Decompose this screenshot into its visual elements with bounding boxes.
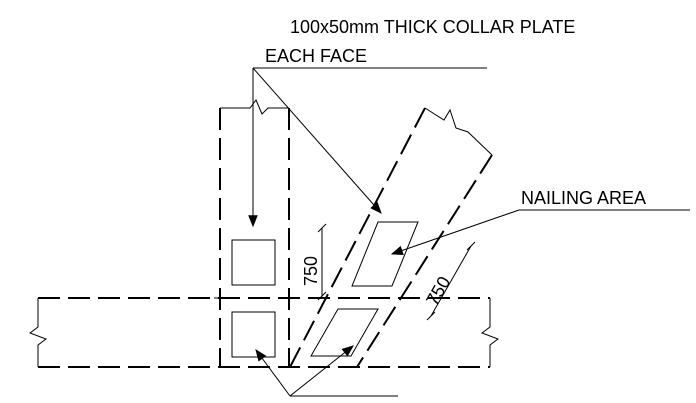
diagonal-member-left-edge	[289, 107, 426, 368]
nail-plate-vertical-lower	[231, 311, 276, 358]
leader-nailing-area	[390, 209, 520, 255]
collar-plate-label: 100x50mm THICK COLLAR PLATE	[290, 17, 575, 37]
diagonal-member-right-edge	[356, 154, 493, 368]
break-line-diagonal-top	[424, 107, 493, 156]
break-line-left	[28, 298, 48, 367]
dimension-tick-top	[317, 223, 327, 233]
dimension-tick-bottom	[317, 291, 327, 301]
nail-plate-vertical-upper	[231, 239, 276, 286]
dimension-line-diagonal	[430, 245, 472, 317]
bottom-leader-to-vertical-plate	[255, 349, 291, 397]
nailing-area-label: NAILING AREA	[521, 188, 646, 208]
break-line-vertical-top	[220, 99, 289, 115]
each-face-label: EACH FACE	[265, 46, 367, 66]
dimension-label-diagonal: 750	[422, 273, 454, 309]
leader-collar-plate-to-diagonal	[252, 67, 382, 214]
break-line-right	[480, 298, 500, 367]
dimension-tick-diagonal-bottom	[426, 311, 436, 321]
bottom-leader-to-diagonal-plate	[289, 345, 354, 397]
dimension-label-vertical: 750	[301, 256, 321, 286]
dimension-tick-diagonal-top	[466, 241, 476, 251]
nail-plate-diagonal-upper	[351, 221, 419, 287]
